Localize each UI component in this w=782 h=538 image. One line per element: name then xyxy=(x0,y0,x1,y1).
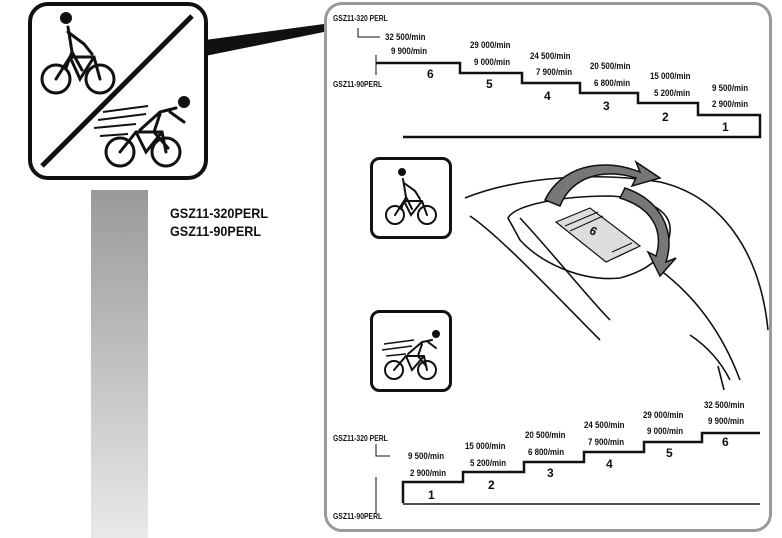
top-step-3-high: 20 500/min xyxy=(590,61,631,71)
main-frame xyxy=(324,2,772,532)
top-step-4-low: 7 900/min xyxy=(536,67,573,77)
bicycle-slow-fast-icon xyxy=(28,2,208,180)
top-step-6-num: 6 xyxy=(427,67,434,81)
bottom-model-high: GSZ11-320 PERL xyxy=(333,434,388,443)
top-step-1-high: 9 500/min xyxy=(712,83,749,93)
bottom-step-6-low: 9 900/min xyxy=(708,416,745,426)
bottom-model-low: GSZ11-90PERL xyxy=(333,512,383,521)
top-step-2-low: 5 200/min xyxy=(654,88,691,98)
bottom-step-3-num: 3 xyxy=(547,466,554,480)
bottom-step-5-high: 29 000/min xyxy=(643,410,684,420)
bicycle-fast-icon xyxy=(370,310,452,392)
top-step-4-high: 24 500/min xyxy=(530,51,571,61)
top-step-3-low: 6 800/min xyxy=(594,78,631,88)
bottom-step-6-high: 32 500/min xyxy=(704,400,745,410)
top-model-high: GSZ11-320 PERL xyxy=(333,14,388,23)
bicycle-slow-icon xyxy=(370,157,452,239)
top-step-3-num: 3 xyxy=(603,99,610,113)
bottom-step-1-high: 9 500/min xyxy=(408,451,445,461)
top-model-low: GSZ11-90PERL xyxy=(333,80,383,89)
gradient-bar xyxy=(91,190,148,538)
bottom-step-1-num: 1 xyxy=(428,488,435,502)
bottom-step-2-low: 5 200/min xyxy=(470,458,507,468)
top-step-6-low: 9 900/min xyxy=(391,46,428,56)
bottom-step-2-high: 15 000/min xyxy=(465,441,506,451)
bottom-step-2-num: 2 xyxy=(488,478,495,492)
bottom-step-5-num: 5 xyxy=(666,446,673,460)
top-step-2-num: 2 xyxy=(662,110,669,124)
top-step-2-high: 15 000/min xyxy=(650,71,691,81)
bottom-step-4-low: 7 900/min xyxy=(588,437,625,447)
model-label-b: GSZ11-90PERL xyxy=(170,223,262,239)
top-step-1-low: 2 900/min xyxy=(712,99,749,109)
bottom-step-5-low: 9 000/min xyxy=(647,426,684,436)
top-step-1-num: 1 xyxy=(722,120,729,134)
bottom-step-3-low: 6 800/min xyxy=(528,447,565,457)
top-step-5-num: 5 xyxy=(486,77,493,91)
model-label-a: GSZ11-320PERL xyxy=(170,205,269,221)
top-step-4-num: 4 xyxy=(544,89,551,103)
bottom-step-1-low: 2 900/min xyxy=(410,468,447,478)
bottom-step-3-high: 20 500/min xyxy=(525,430,566,440)
top-step-6-high: 32 500/min xyxy=(385,32,426,42)
bottom-step-4-high: 24 500/min xyxy=(584,420,625,430)
bottom-step-6-num: 6 xyxy=(722,435,729,449)
top-step-5-high: 29 000/min xyxy=(470,40,511,50)
bottom-step-4-num: 4 xyxy=(606,457,613,471)
top-step-5-low: 9 000/min xyxy=(474,57,511,67)
